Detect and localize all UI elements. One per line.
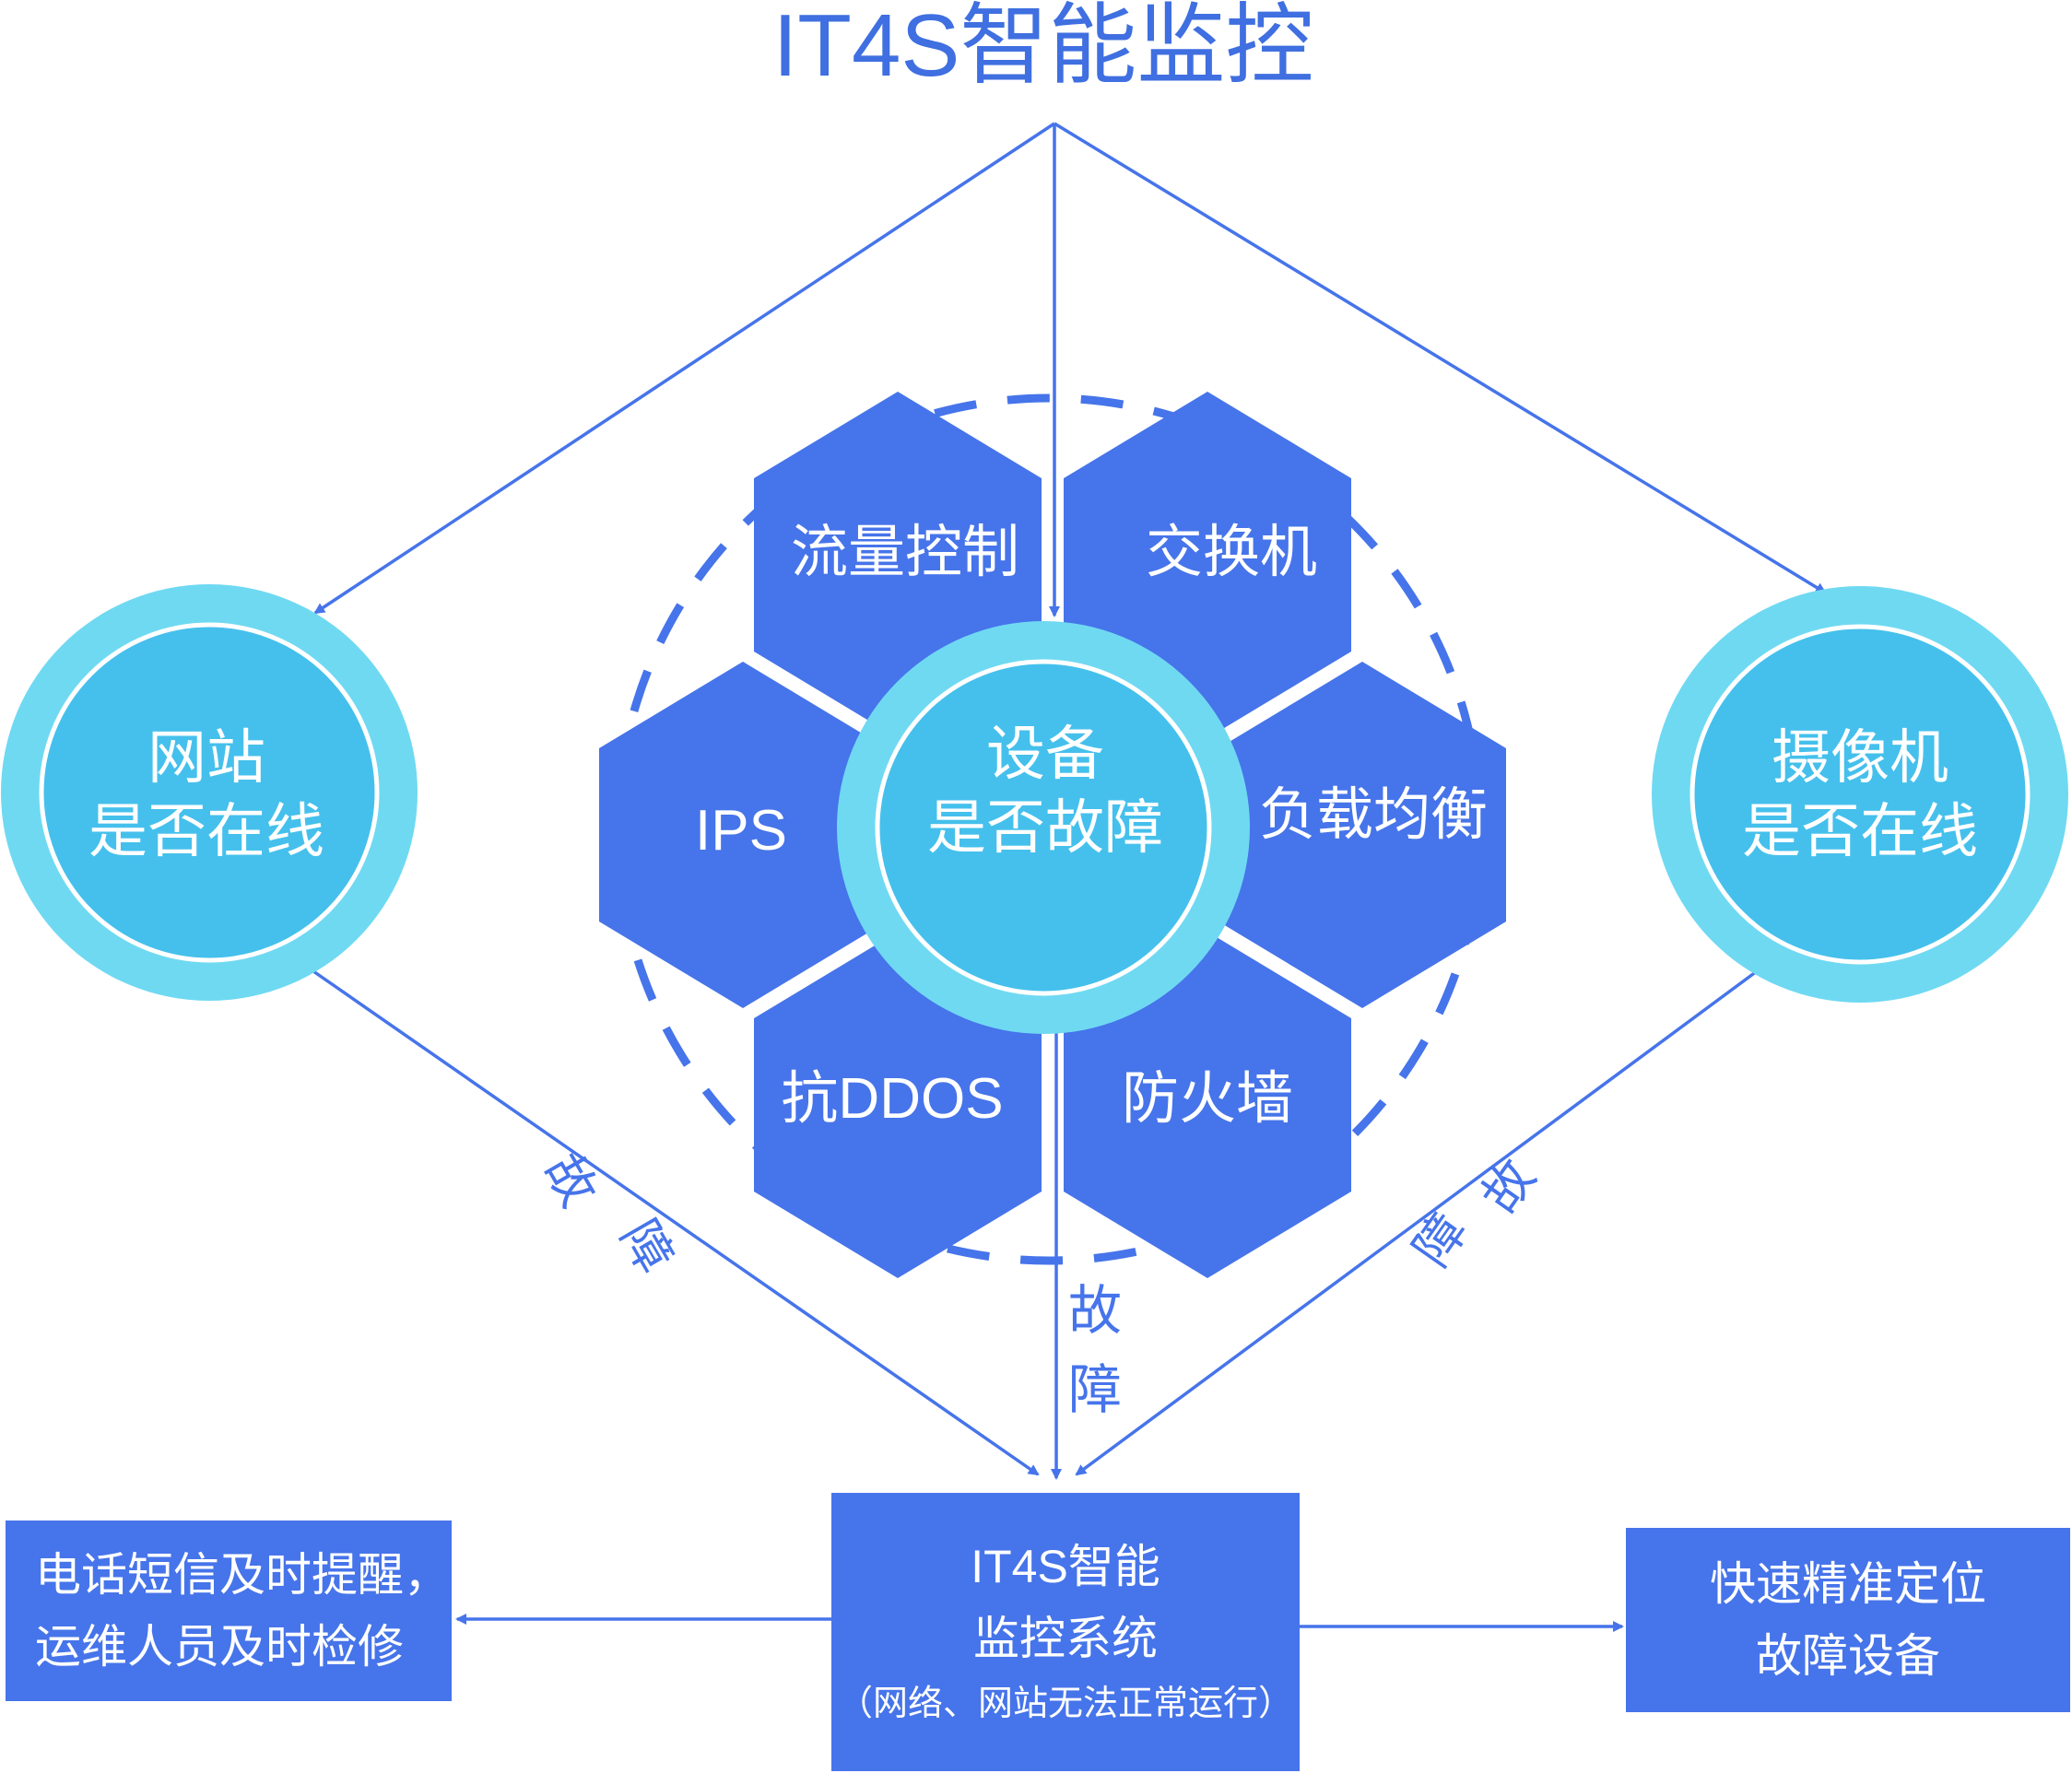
circle-device [837,621,1250,1034]
hexagon-label-traffic-control: 流量控制 [791,521,1019,584]
circle-website [1,584,418,1001]
arrow-website-to-system [312,969,1040,1476]
fault-label-left-1: 故 [534,1145,606,1216]
box-locate-line2: 故障设备 [1756,1630,1940,1682]
hexagon-label-firewall: 防火墙 [1122,1067,1293,1131]
box-sms-alert-line1: 电话短信及时提醒， [35,1549,450,1601]
circle-camera-line1: 摄像机 [1772,724,1948,791]
box-locate-line1: 快速精准定位 [1710,1558,1986,1610]
circle-camera-line2: 是否在线 [1742,798,1978,864]
fault-label-right-2: 障 [1404,1204,1477,1276]
hexagon-label-ips: IPS [695,799,787,863]
main-title: IT4S智能监控 [773,0,1314,95]
box-sms-alert-line2: 运维人员及时检修 [35,1621,404,1673]
box-system-line1: IT4S智能 [971,1541,1160,1592]
hexagon-firewall [1064,932,1351,1278]
box-locate-fault: 快速精准定位 故障设备 [1626,1528,2070,1712]
arrows-to-system [312,969,1759,1480]
circle-device-line1: 设备 [986,721,1104,787]
hexagon-label-anti-ddos: 抗DDOS [781,1067,1003,1131]
circle-website-line1: 网站 [147,724,265,791]
box-monitoring-system: IT4S智能 监控系统 （网络、网站无法正常运行） [831,1493,1300,1771]
circle-website-line2: 是否在线 [88,798,324,864]
hexagon-ips [599,662,887,1008]
box-sms-alert: 电话短信及时提醒， 运维人员及时检修 [6,1521,452,1701]
fault-label-center-2: 障 [1068,1360,1122,1420]
hexagon-load-balance [1218,662,1506,1008]
box-system-line2: 监控系统 [973,1613,1158,1664]
fault-label-center-1: 故 [1068,1281,1122,1341]
box-system-note: （网络、网站无法正常运行） [837,1685,1293,1723]
hexagon-cluster [599,392,1506,1278]
hexagon-label-switch: 交换机 [1146,521,1317,584]
arrow-title-to-camera [1054,122,1827,594]
circle-device-line2: 是否故障 [927,794,1163,861]
circle-camera [1652,586,2068,1003]
fault-label-right-1: 故 [1472,1150,1546,1223]
arrows-from-title [313,122,1827,617]
hexagon-label-load-balance: 负载均衡 [1259,783,1488,847]
arrows-from-system [455,1614,1624,1632]
arrow-camera-to-system [1075,969,1759,1476]
arrow-title-to-website [313,122,1055,615]
